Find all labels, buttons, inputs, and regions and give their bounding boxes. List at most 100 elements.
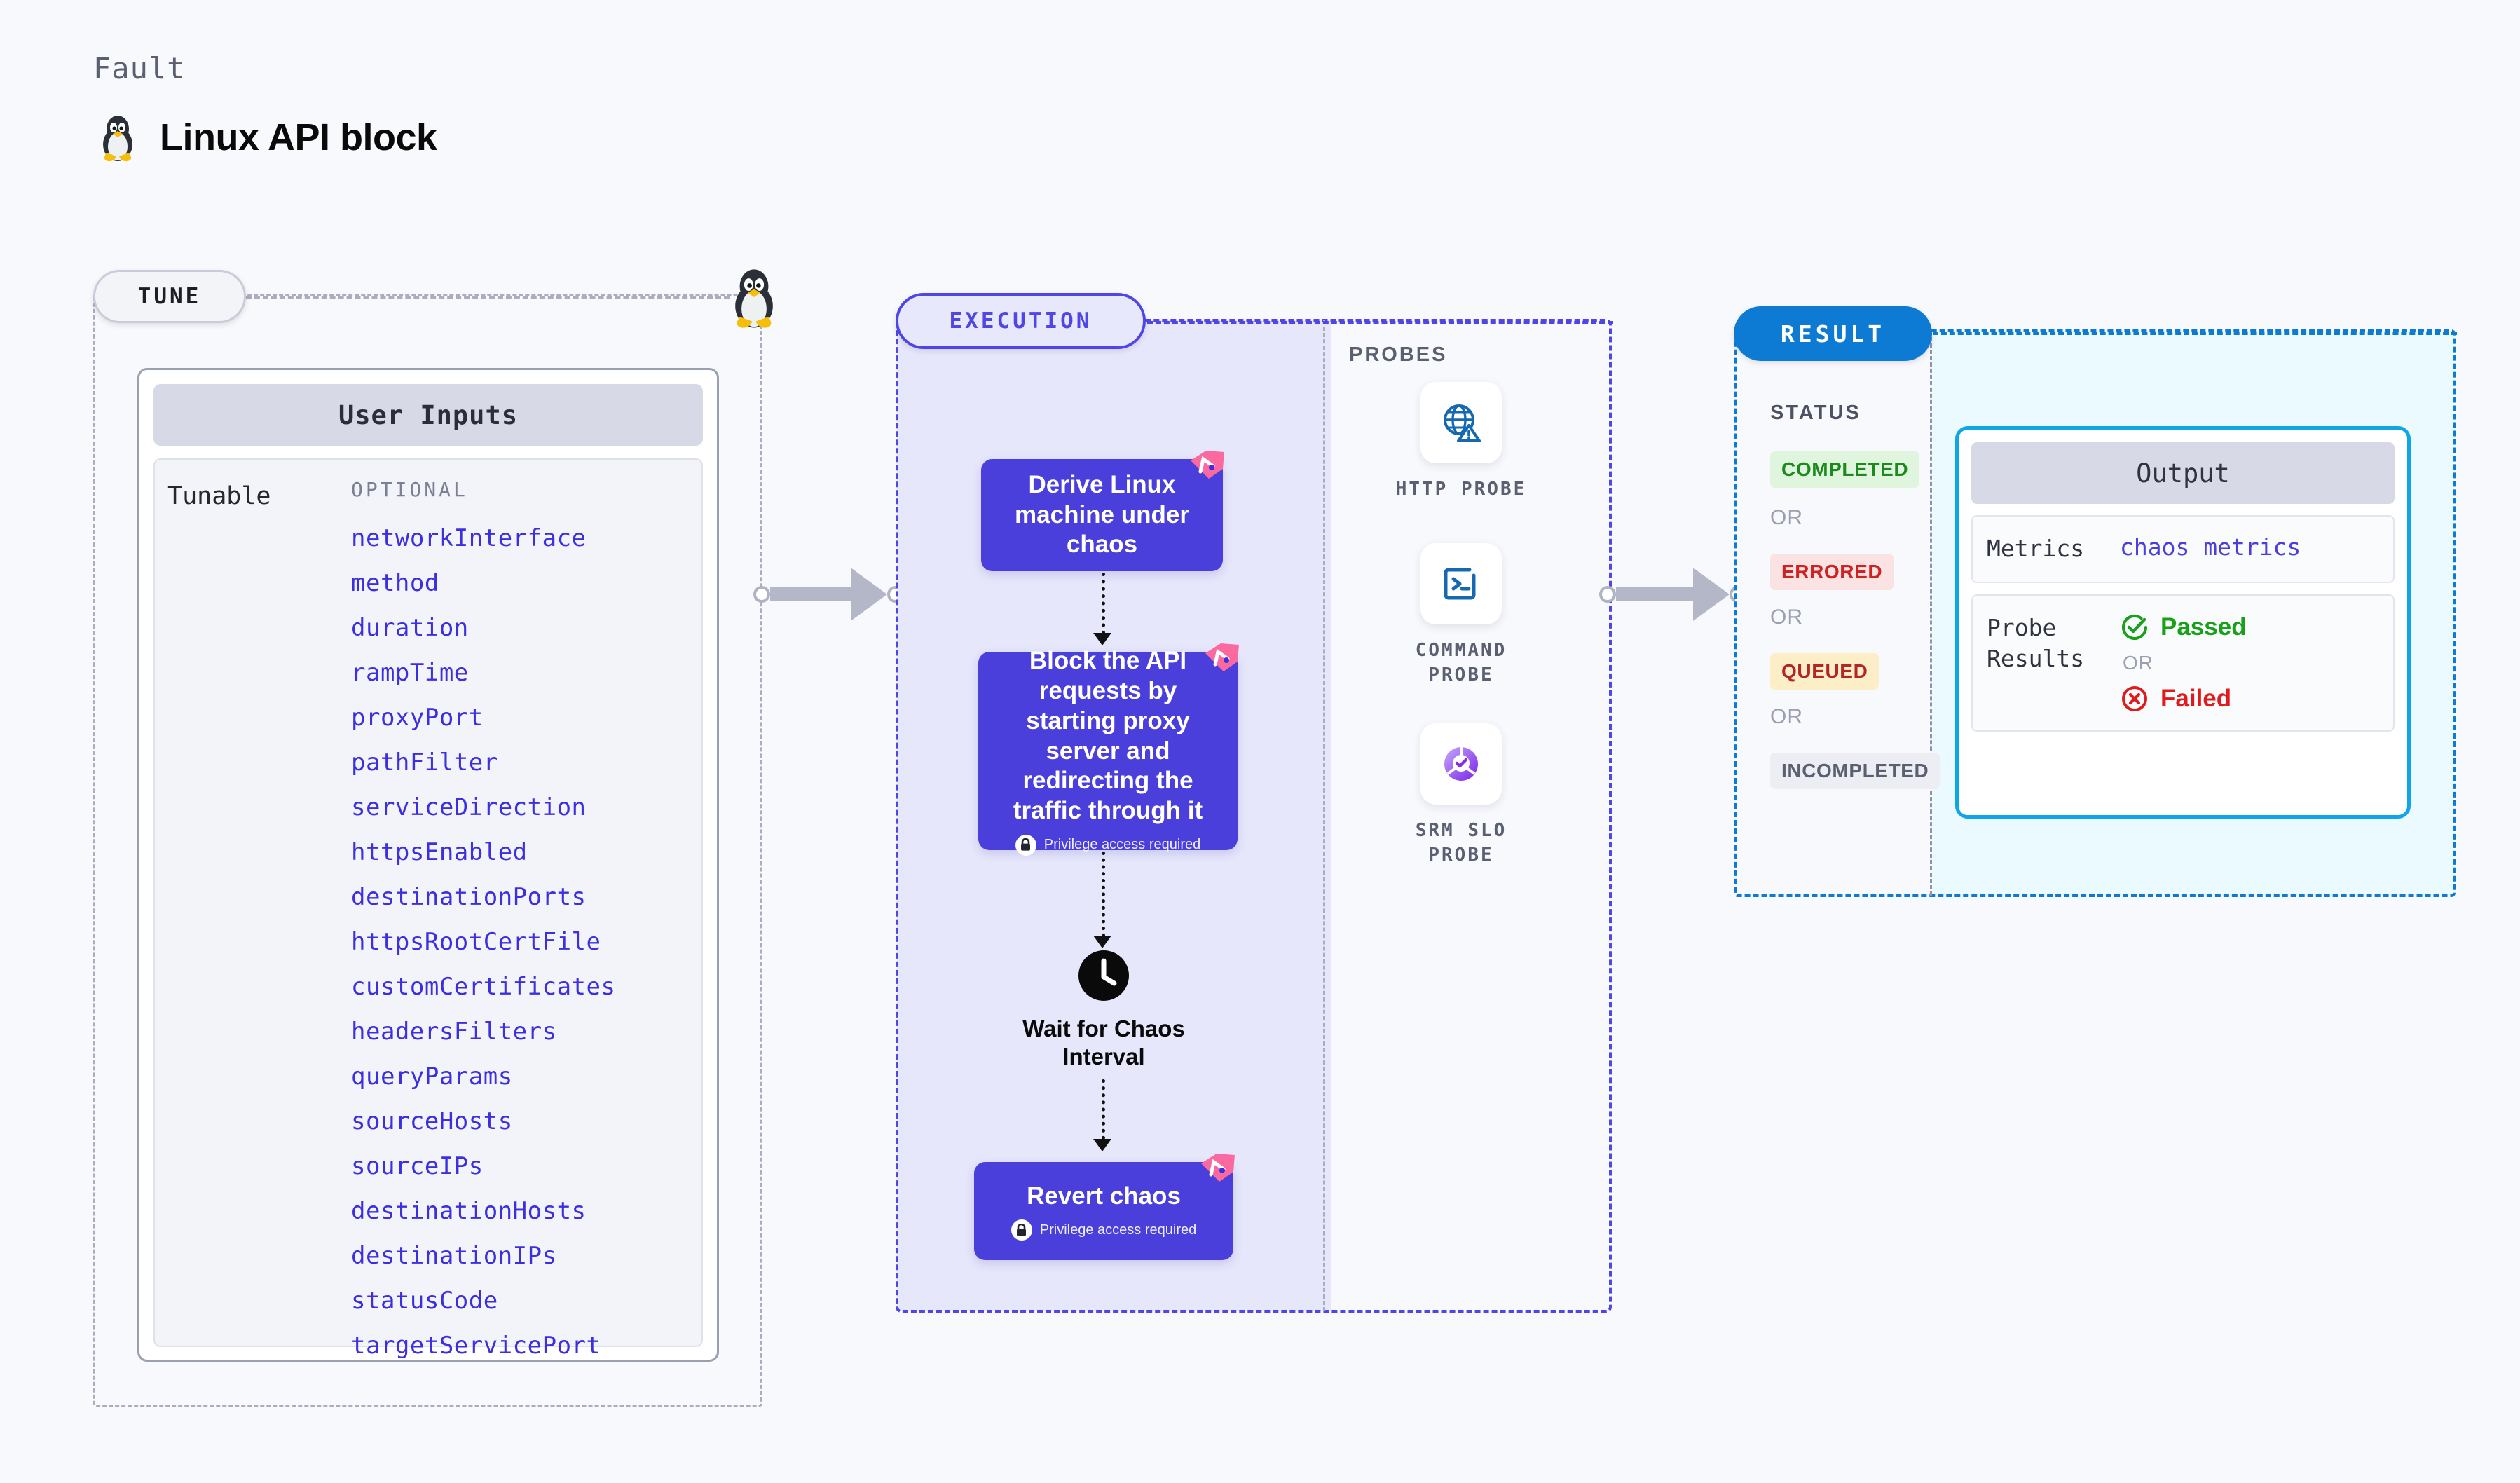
execution-node-block-api[interactable]: Block the API requests by starting proxy… [978,643,1239,856]
metrics-value[interactable]: chaos metrics [2120,533,2301,561]
execution-node-derive-machine[interactable]: Derive Linux machine under chaos [981,451,1224,571]
status-or-3: OR [1770,705,1803,728]
execution-to-result-arrow [1599,568,1746,621]
result-connector-line [1933,332,2457,335]
tunable-parameter[interactable]: customCertificates [351,973,616,1001]
execution-node-title: Block the API requests by starting proxy… [1013,647,1203,824]
tunable-parameter[interactable]: serviceDirection [351,793,587,821]
user-inputs-card: User Inputs Tunable OPTIONAL networkInte… [137,368,719,1362]
tunable-parameter[interactable]: rampTime [351,659,469,687]
lock-icon [1015,834,1036,856]
page-eyebrow: Fault [93,51,186,86]
tunable-parameter[interactable]: targetServicePort [351,1332,601,1360]
execution-probes-divider [1323,320,1325,1311]
litmus-badge-icon [1191,451,1224,479]
execution-node-title: Derive Linux machine under chaos [1015,470,1189,559]
execution-section-pill[interactable]: EXECUTION [896,293,1146,349]
user-inputs-title: User Inputs [153,384,703,446]
privilege-access-label: Privilege access required [1039,1222,1197,1238]
probe-results-key: Probe Results [1987,613,2085,673]
flow-arrow-1 [1093,633,1111,645]
tunable-parameter[interactable]: method [351,569,439,597]
output-metrics-row: Metrics chaos metrics [1971,515,2395,583]
tunable-parameter[interactable]: queryParams [351,1062,513,1091]
status-badge-queued: QUEUED [1770,653,1879,690]
execution-node-title: Revert chaos [1027,1182,1181,1210]
passed-label: Passed [2161,613,2247,641]
tux-penguin-marker-icon [729,265,779,333]
page-title: Linux API block [160,116,437,158]
x-circle-icon [2122,685,2147,711]
tunable-parameter[interactable]: httpsEnabled [351,838,528,866]
tunable-parameter-list: networkInterface method duration rampTime pr… [351,526,696,1358]
privilege-access-label: Privilege access required [1043,837,1201,853]
status-or-1: OR [1770,506,1803,529]
probe-result-or: OR [2123,651,2153,674]
tunable-parameter[interactable]: networkInterface [351,524,587,552]
flow-link-2 [1102,852,1105,937]
globe-warning-icon [1420,382,1502,463]
probe-srm-slo[interactable]: SRM SLO PROBE [1384,723,1538,868]
tunable-parameter[interactable]: destinationHosts [351,1197,587,1225]
probe-result-passed: Passed [2120,613,2247,642]
arrow-head [1693,568,1730,621]
tunable-parameter[interactable]: destinationIPs [351,1242,557,1270]
tunable-parameter[interactable]: destinationPorts [351,883,587,911]
tunable-parameter[interactable]: sourceHosts [351,1107,513,1135]
tunable-parameter[interactable]: duration [351,614,469,642]
probe-http[interactable]: HTTP PROBE [1384,382,1538,502]
slo-gauge-check-icon [1420,723,1502,805]
probe-label: SRM SLO PROBE [1415,820,1507,866]
litmus-badge-icon [1205,643,1239,671]
tune-region [93,294,762,1407]
privilege-access-badge: Privilege access required [1011,1219,1196,1241]
flow-arrow-2 [1093,936,1111,948]
flow-link-3 [1102,1079,1105,1140]
probe-label: COMMAND PROBE [1415,640,1507,686]
probes-section-label: PROBES [1349,343,1448,366]
arrow-head [851,568,887,621]
arrow-start-dot [1599,586,1616,603]
result-section-pill[interactable]: RESULT [1734,306,1932,361]
status-badge-errored: ERRORED [1770,554,1894,590]
flow-arrow-3 [1093,1139,1111,1151]
status-badge-incompleted: INCOMPLETED [1770,753,1940,789]
lock-icon [1011,1219,1032,1241]
execution-region [896,319,1612,1313]
probe-result-failed: Failed [2120,684,2247,713]
probe-label: HTTP PROBE [1395,479,1527,500]
tunable-parameter[interactable]: proxyPort [351,704,484,732]
execution-node-wait-interval[interactable]: Wait for Chaos Interval [1020,950,1188,1072]
arrow-start-dot [753,586,770,603]
tunable-parameter[interactable]: pathFilter [351,749,498,777]
result-status-fill [1735,331,1930,896]
tux-penguin-icon [98,112,137,163]
result-divider [1930,331,1932,896]
execution-connector-line [1147,321,1613,324]
flow-link-1 [1102,573,1105,634]
output-card: Output Metrics chaos metrics Probe Resul… [1955,426,2411,819]
optional-label: OPTIONAL [351,478,468,501]
result-region [1734,329,2456,897]
tunable-parameter[interactable]: statusCode [351,1287,498,1315]
tunable-parameter[interactable]: headersFilters [351,1018,557,1046]
execution-node-revert-chaos[interactable]: Revert chaos Privilege access required [974,1154,1235,1260]
status-label: STATUS [1770,402,1861,424]
failed-label: Failed [2161,684,2232,712]
status-or-2: OR [1770,606,1803,629]
tunable-parameter[interactable]: httpsRootCertFile [351,928,601,956]
tune-connector-line [246,296,730,299]
tune-section-pill[interactable]: TUNE [93,270,246,323]
page-title-row: Linux API block [98,112,437,163]
wait-interval-label: Wait for Chaos Interval [1022,1016,1185,1070]
check-circle-icon [2122,614,2147,640]
probe-command[interactable]: COMMAND PROBE [1384,543,1538,688]
tunable-parameter[interactable]: sourceIPs [351,1152,484,1180]
tune-to-execution-arrow [753,568,904,621]
tunable-group-label: Tunable [167,482,271,510]
metrics-key: Metrics [1987,535,2085,562]
output-probe-results-row: Probe Results Passed OR Failed [1971,594,2395,732]
user-inputs-body: Tunable OPTIONAL networkInterface method d… [153,458,703,1358]
terminal-icon [1420,543,1502,624]
output-title: Output [1971,442,2395,504]
